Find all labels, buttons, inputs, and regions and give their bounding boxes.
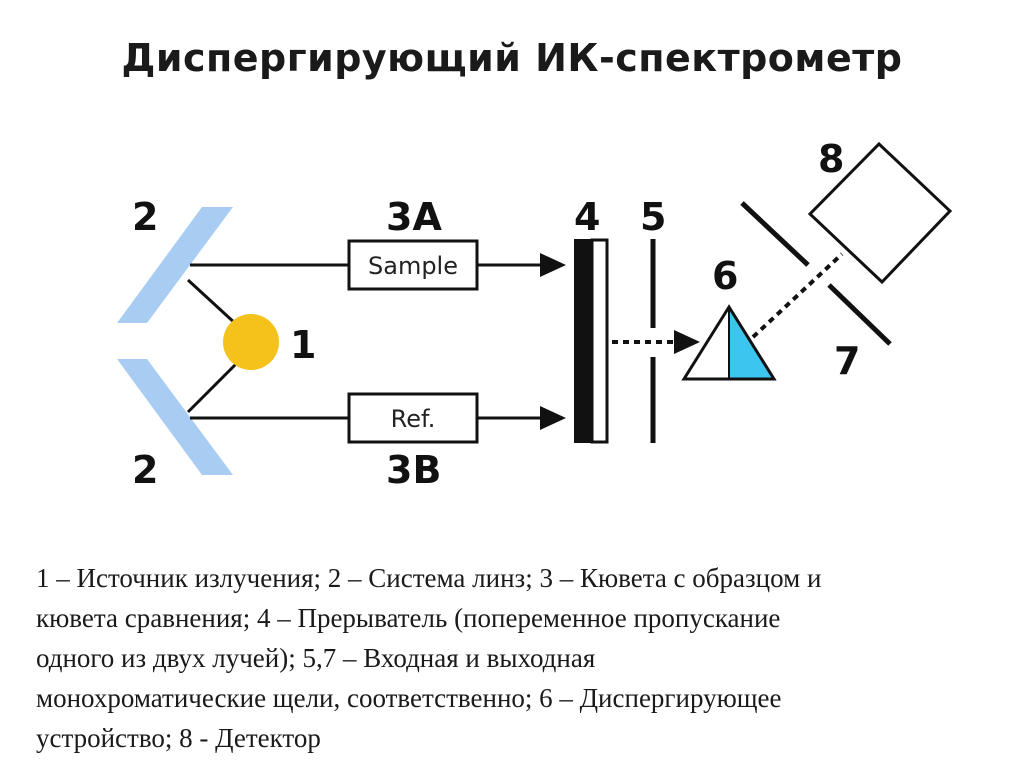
caption-line: одного из двух лучей); 5,7 – Входная и в… xyxy=(36,643,596,673)
sample-arrowhead xyxy=(540,253,566,277)
chopper-bar-black xyxy=(574,239,592,443)
mirror-top xyxy=(117,207,233,323)
label-sample-cell: 3A xyxy=(386,195,442,239)
reference-cell xyxy=(347,392,479,444)
legend-caption: 1 – Источник излучения; 2 – Система линз… xyxy=(36,558,996,758)
page-title: Диспергирующий ИК-спектрометр xyxy=(121,36,903,80)
caption-line: монохроматические щели, соответственно; … xyxy=(36,683,782,713)
caption-line: кювета сравнения; 4 – Прерыватель (попер… xyxy=(36,603,781,633)
source-to-top-mirror xyxy=(186,278,239,327)
label-prism: 6 xyxy=(712,254,738,298)
radiation-source xyxy=(223,314,279,370)
mirror-bottom xyxy=(117,359,233,475)
exit-slit-bottom xyxy=(827,283,892,346)
source-to-bottom-mirror xyxy=(186,361,239,414)
label-exit-slit: 7 xyxy=(834,339,860,383)
prism-arrowhead xyxy=(674,330,700,354)
label-detector: 8 xyxy=(818,137,844,181)
reference-arrowhead xyxy=(540,406,566,430)
label-chopper: 4 xyxy=(574,195,600,239)
reference-cell-label: Ref. xyxy=(391,405,436,433)
label-mirror-top: 2 xyxy=(132,195,158,239)
label-source: 1 xyxy=(290,323,316,367)
sample-cell-label: Sample xyxy=(368,252,458,280)
label-reference-cell: 3B xyxy=(386,448,441,492)
caption-line: 1 – Источник излучения; 2 – Система линз… xyxy=(36,563,822,593)
detector xyxy=(807,141,953,285)
label-entrance-slit: 5 xyxy=(640,195,666,239)
caption-line: устройство; 8 - Детектор xyxy=(36,723,321,753)
chopper-bar-white xyxy=(590,238,609,444)
label-mirror-bottom: 2 xyxy=(132,448,158,492)
sample-cell xyxy=(347,239,479,291)
exit-slit-top xyxy=(740,201,810,267)
prism-to-detector-beam xyxy=(751,252,844,339)
